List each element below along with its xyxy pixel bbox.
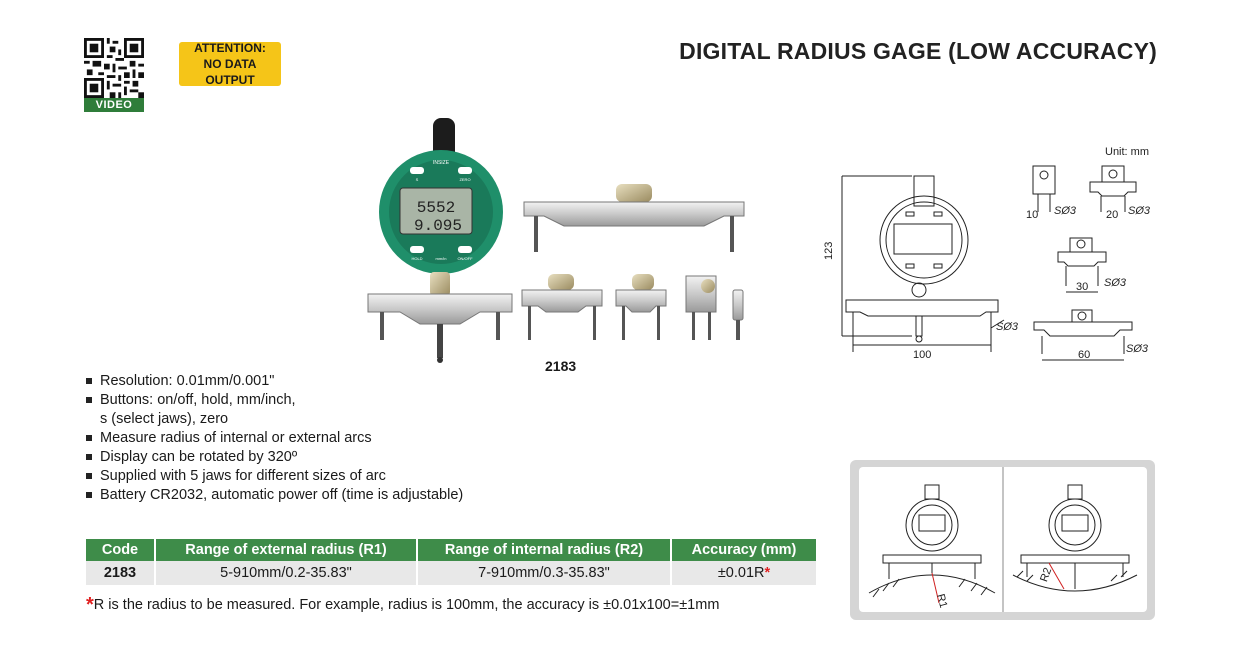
bullet-icon bbox=[86, 473, 92, 479]
feature-list: Resolution: 0.01mm/0.001" Buttons: on/of… bbox=[86, 372, 463, 505]
label-r2: R2 bbox=[1038, 566, 1054, 583]
dim-height: 123 bbox=[823, 242, 835, 260]
btn-label-s: S bbox=[416, 177, 419, 182]
jaw-small-1 bbox=[521, 274, 603, 340]
dim-jaw3: 30 bbox=[1076, 281, 1088, 293]
label-r1: R1 bbox=[934, 593, 949, 610]
bullet-icon bbox=[86, 492, 92, 498]
bullet-icon bbox=[86, 454, 92, 460]
btn-label-mm: mm/in bbox=[436, 256, 447, 261]
qr-code-icon[interactable] bbox=[84, 38, 144, 98]
dim-width: 100 bbox=[913, 349, 931, 361]
spec-table: Code Range of external radius (R1) Range… bbox=[86, 539, 816, 585]
cell-external-radius: 5-910mm/0.2-35.83" bbox=[155, 561, 418, 585]
large-jaw bbox=[367, 293, 513, 325]
feature-item: Supplied with 5 jaws for different sizes… bbox=[86, 467, 463, 486]
bullet-icon bbox=[86, 435, 92, 441]
feature-item: Measure radius of internal or external a… bbox=[86, 429, 463, 448]
video-label[interactable]: VIDEO bbox=[84, 98, 144, 112]
technical-drawing: 123 100 SØ3 10 SØ3 20 SØ3 30 SØ3 60 SØ3 bbox=[823, 165, 1151, 361]
btn-label-zero: ZERO bbox=[459, 177, 470, 182]
usage-diagram: R1 R2 bbox=[868, 467, 1138, 612]
feature-item: Buttons: on/off, hold, mm/inch, bbox=[86, 391, 463, 410]
dim-jaw4: 60 bbox=[1078, 349, 1090, 361]
accuracy-star: * bbox=[764, 565, 771, 581]
page-title: DIGITAL RADIUS GAGE (LOW ACCURACY) bbox=[679, 38, 1157, 64]
jaw-small-2 bbox=[615, 274, 667, 340]
dim-ball-main: SØ3 bbox=[996, 321, 1019, 333]
feature-item: Battery CR2032, automatic power off (tim… bbox=[86, 486, 463, 505]
hold-button[interactable] bbox=[410, 246, 424, 253]
footnote-star: * bbox=[86, 594, 94, 616]
brand-label: INSIZE bbox=[433, 160, 450, 166]
cell-internal-radius: 7-910mm/0.3-35.83" bbox=[417, 561, 672, 585]
cell-code: 2183 bbox=[86, 561, 156, 585]
gauge-display bbox=[399, 187, 473, 235]
s-button[interactable] bbox=[410, 167, 424, 174]
header-external-radius: Range of external radius (R1) bbox=[155, 539, 418, 561]
dim-ball-1: SØ3 bbox=[1054, 205, 1077, 217]
dim-ball-4: SØ3 bbox=[1126, 343, 1149, 355]
cell-accuracy: ±0.01R* bbox=[671, 561, 816, 585]
jaw-pin bbox=[732, 289, 744, 340]
display-line1: 5552 bbox=[417, 199, 455, 217]
bullet-icon bbox=[86, 397, 92, 403]
btn-label-onoff: ON/OFF bbox=[457, 256, 473, 261]
feature-item-continuation: s (select jaws), zero bbox=[100, 411, 229, 427]
product-code-label: 2183 bbox=[545, 358, 577, 374]
table-header-row: Code Range of external radius (R1) Range… bbox=[86, 539, 816, 561]
unit-label: Unit: mm bbox=[1105, 146, 1149, 158]
header-code: Code bbox=[86, 539, 156, 561]
bullet-icon bbox=[86, 378, 92, 384]
btn-label-hold: HOLD bbox=[411, 256, 422, 261]
header-accuracy: Accuracy (mm) bbox=[671, 539, 816, 561]
long-jaw bbox=[523, 201, 745, 227]
attention-badge: ATTENTION: NO DATA OUTPUT bbox=[179, 41, 281, 87]
table-row: 2183 5-910mm/0.2-35.83" 7-910mm/0.3-35.8… bbox=[86, 561, 816, 585]
dim-ball-3: SØ3 bbox=[1104, 277, 1127, 289]
footnote-text: R is the radius to be measured. For exam… bbox=[93, 597, 720, 613]
dim-ball-2: SØ3 bbox=[1128, 205, 1151, 217]
footnote: *R is the radius to be measured. For exa… bbox=[86, 594, 719, 617]
feature-item: Resolution: 0.01mm/0.001" bbox=[86, 372, 463, 391]
zero-button[interactable] bbox=[458, 167, 472, 174]
dim-jaw1: 10 bbox=[1026, 209, 1038, 221]
header-internal-radius: Range of internal radius (R2) bbox=[417, 539, 672, 561]
feature-item: Display can be rotated by 320º bbox=[86, 448, 463, 467]
dim-jaw2: 20 bbox=[1106, 209, 1118, 221]
product-image: 5552 9.095 INSIZE S ZERO HOLD mm/in ON/O… bbox=[367, 118, 745, 363]
jaw-small-3 bbox=[685, 275, 717, 340]
on-off-button[interactable] bbox=[458, 246, 472, 253]
attention-text: ATTENTION: NO DATA OUTPUT bbox=[194, 41, 266, 87]
display-line2: 9.095 bbox=[414, 217, 462, 235]
